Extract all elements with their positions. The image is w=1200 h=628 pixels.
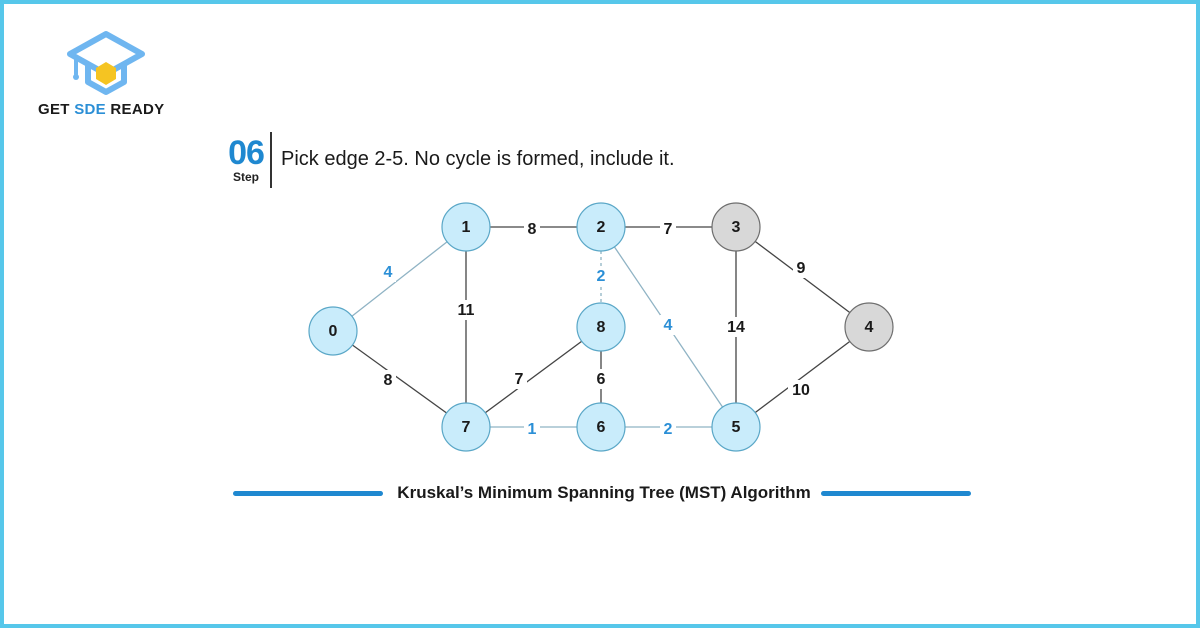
edge-weight-bg	[660, 219, 676, 239]
edge-weight-bg	[511, 369, 527, 389]
step-label: Step	[232, 170, 259, 184]
edge-weight-3-5: 14	[727, 319, 745, 336]
nodes: 0 1 2 3 4 5 6 7 8	[308, 202, 894, 452]
edge-weight-2-3: 7	[664, 221, 673, 238]
brand-name: GET SDE READY	[38, 101, 164, 118]
edge-weight-bg	[593, 369, 609, 389]
node-circle	[711, 402, 761, 452]
edge-weight-6-8: 6	[597, 371, 606, 388]
logo-mark-icon	[67, 31, 145, 95]
edge-weight-bg	[453, 300, 479, 320]
edge-4-5	[735, 326, 870, 428]
edge-weight-2-8: 2	[597, 268, 606, 285]
edge-weight-0-1: 4	[384, 264, 393, 281]
edge-weight-2-5: 4	[664, 317, 673, 334]
caption-bar-right	[821, 491, 971, 496]
node-label: 8	[597, 319, 606, 336]
edge-0-7	[332, 330, 467, 428]
brand-accent: SDE	[74, 101, 106, 118]
node-circle	[576, 202, 626, 252]
brand-suffix: READY	[105, 101, 165, 118]
node-3: 3	[711, 202, 761, 252]
node-circle	[576, 302, 626, 352]
brand-prefix: GET	[38, 101, 75, 118]
node-circle	[576, 402, 626, 452]
edge-weight-6-7: 1	[528, 421, 537, 438]
edge-weight-7-8: 7	[515, 371, 524, 388]
step-description: Pick edge 2-5. No cycle is formed, inclu…	[281, 148, 675, 170]
node-circle	[441, 402, 491, 452]
node-label: 6	[597, 419, 606, 436]
edge-weights: 4 8 8 11 7 2 4 9 14 10 2 1 6 7	[380, 219, 814, 439]
node-circle	[844, 302, 894, 352]
edge-weight-1-7: 11	[458, 302, 475, 319]
node-7: 7	[441, 402, 491, 452]
edge-weight-bg	[793, 258, 809, 278]
step-divider	[270, 132, 272, 188]
node-2: 2	[576, 202, 626, 252]
node-circle	[711, 202, 761, 252]
step-number: 06	[228, 134, 265, 172]
edge-weight-bg	[380, 370, 396, 390]
mst-graph: 4 8 8 11 7 2 4 9 14 10 2 1 6 7 0 1 2 3 4 5 6 7 8	[308, 202, 894, 452]
node-4: 4	[844, 302, 894, 352]
logo: GET SDE READY	[34, 30, 184, 120]
node-circle	[308, 306, 358, 356]
edge-weight-0-7: 8	[384, 372, 393, 389]
edge-7-8	[465, 326, 602, 428]
caption-bar-left	[233, 491, 383, 496]
edge-weight-4-5: 10	[792, 382, 810, 399]
edge-0-1	[332, 226, 467, 332]
caption: Kruskal’s Minimum Spanning Tree (MST) Al…	[397, 483, 811, 502]
edge-weight-bg	[380, 262, 396, 282]
node-6: 6	[576, 402, 626, 452]
edge-weight-3-4: 9	[797, 260, 806, 277]
step-indicator: 06 Step	[216, 136, 276, 184]
node-label: 2	[597, 219, 606, 236]
node-8: 8	[576, 302, 626, 352]
node-label: 1	[462, 219, 471, 236]
node-label: 7	[462, 419, 471, 436]
edge-weight-5-6: 2	[664, 421, 673, 438]
edge-weight-bg	[788, 380, 814, 400]
node-label: 4	[865, 319, 874, 336]
node-label: 5	[732, 419, 741, 436]
edge-weight-1-2: 8	[528, 221, 537, 238]
edge-weight-bg	[524, 419, 540, 439]
node-label: 3	[732, 219, 741, 236]
edge-weight-bg	[660, 315, 676, 335]
node-label: 0	[329, 323, 338, 340]
edge-weight-bg	[524, 219, 540, 239]
edge-weight-bg	[593, 266, 609, 286]
node-0: 0	[308, 306, 358, 356]
node-1: 1	[441, 202, 491, 252]
edge-weight-bg	[723, 317, 749, 337]
edge-weight-bg	[660, 419, 676, 439]
node-5: 5	[711, 402, 761, 452]
node-circle	[441, 202, 491, 252]
